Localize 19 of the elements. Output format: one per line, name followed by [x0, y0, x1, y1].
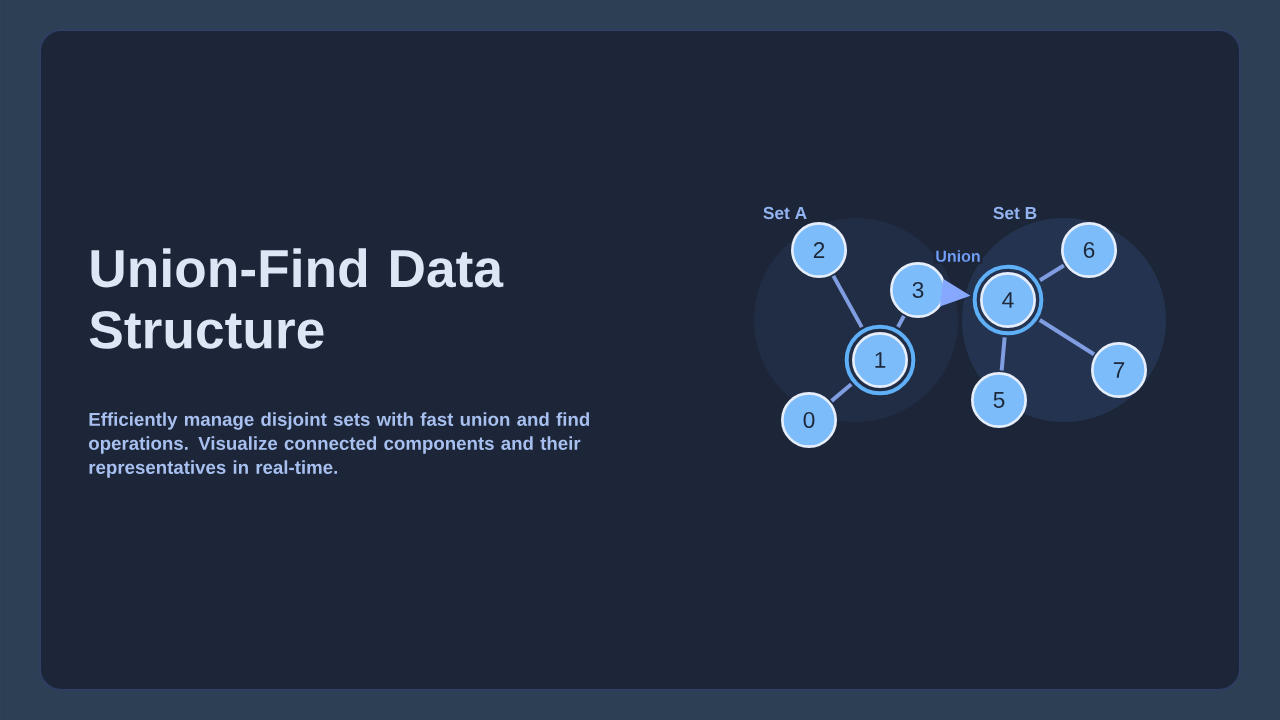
description: Efficiently manage disjoint sets with fast union and find operations. Visualize connected components and their representatives in real-time.: [89, 412, 590, 478]
set-label: Set A: [763, 206, 807, 220]
set-label: Set B: [993, 206, 1037, 220]
element-node: 0: [781, 392, 837, 448]
element-node: 2: [791, 222, 847, 278]
title: Union-Find Data Structure: [89, 248, 504, 349]
element-node: 3: [890, 262, 946, 318]
representative-node: 1: [844, 324, 916, 396]
element-node: 6: [1061, 222, 1117, 278]
element-node: 5: [971, 372, 1027, 428]
connector: [831, 274, 864, 329]
representative-node: 4: [972, 264, 1044, 336]
element-node: 7: [1091, 342, 1147, 398]
connector: [1038, 318, 1096, 356]
connector: [896, 315, 906, 328]
connector: [1038, 263, 1065, 282]
edge-label: Union: [933, 248, 983, 264]
connector: [999, 337, 1007, 371]
connector: [830, 382, 853, 403]
